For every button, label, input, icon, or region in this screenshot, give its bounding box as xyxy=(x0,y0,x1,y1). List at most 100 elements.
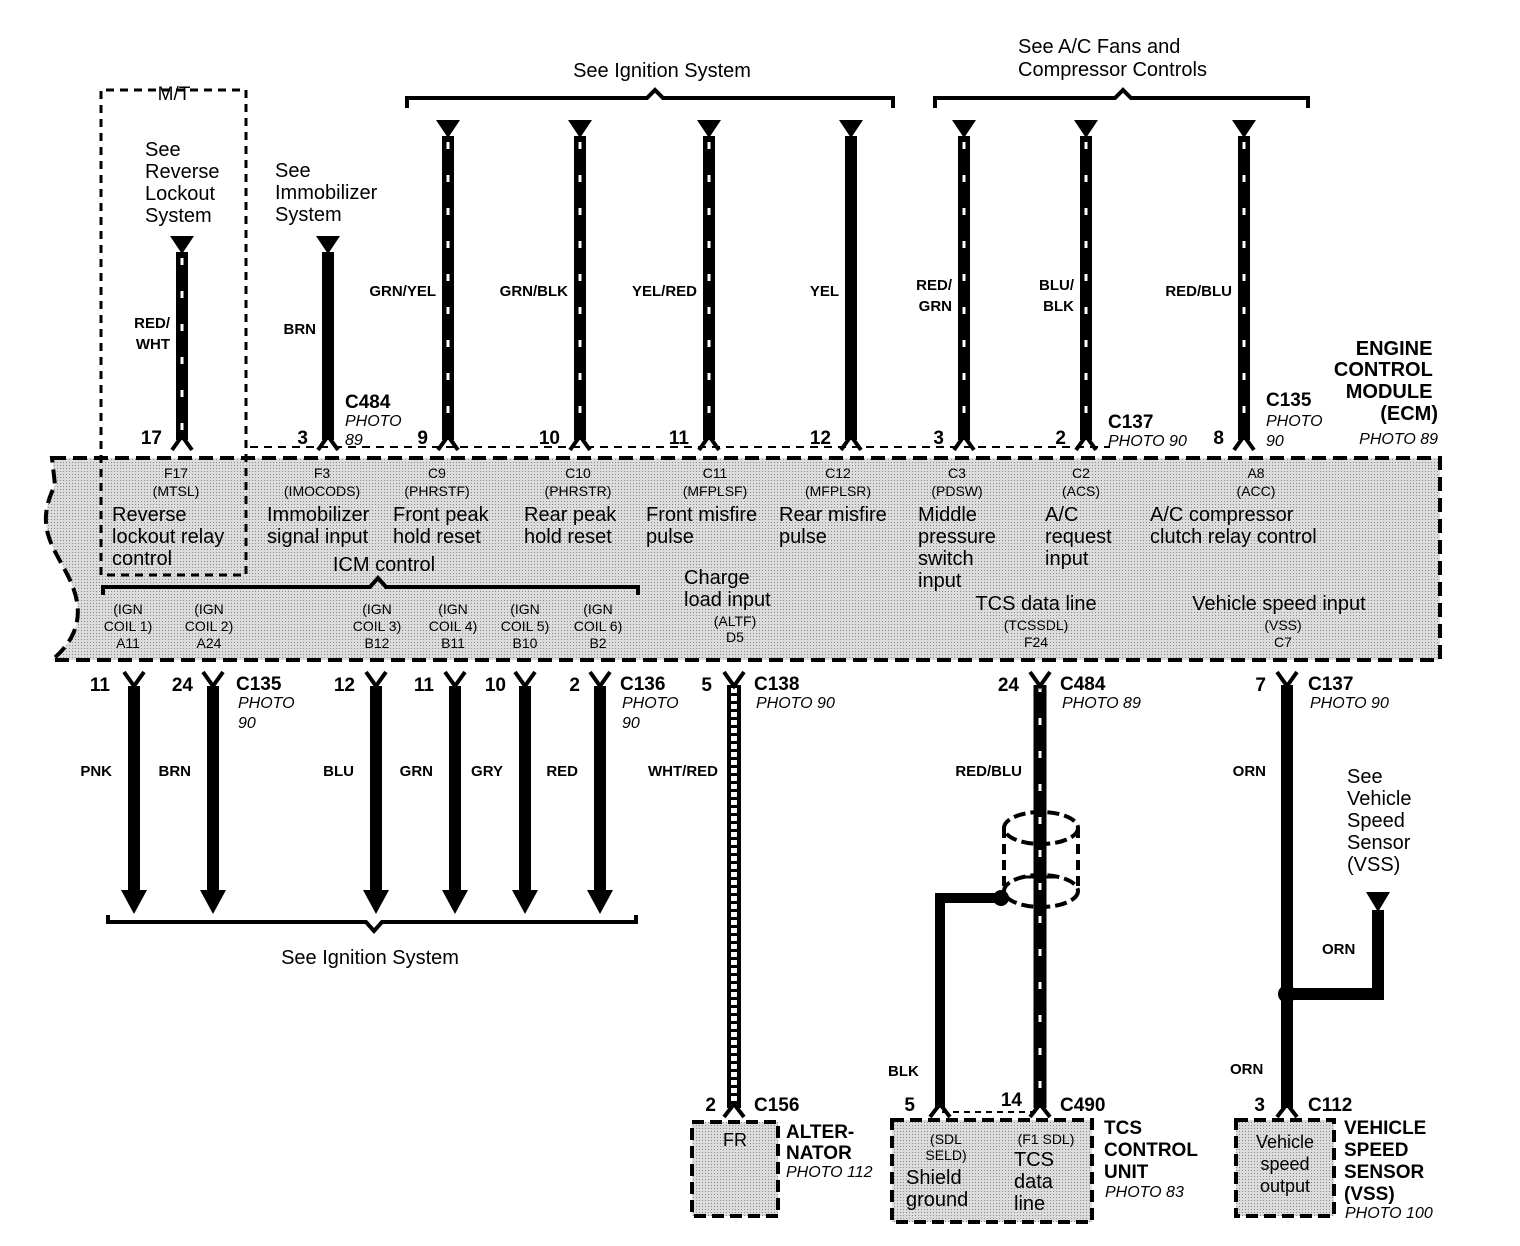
wire-arrow xyxy=(1232,120,1256,138)
pin-number: 17 xyxy=(141,428,162,449)
alternator-wire xyxy=(722,670,746,1119)
pin-description: Rear peak xyxy=(524,504,617,526)
wire-color-label: YEL/RED xyxy=(632,283,697,300)
svg-text:C136: C136 xyxy=(620,674,665,695)
vss-unit-box xyxy=(1234,1118,1336,1218)
svg-text:2: 2 xyxy=(705,1095,716,1116)
wire-terminal xyxy=(201,670,225,690)
pin-signal: COIL 1) xyxy=(104,618,153,634)
svg-text:C484: C484 xyxy=(1060,674,1106,695)
ignition-top-bracket xyxy=(405,87,895,108)
wire-terminal xyxy=(697,432,721,452)
svg-text:(VSS): (VSS) xyxy=(1264,617,1301,633)
pin-description: hold reset xyxy=(524,526,612,548)
orn-lower-label: ORN xyxy=(1230,1061,1263,1078)
wire-color-label: WHT/RED xyxy=(648,763,718,780)
wire-color-label: GRN xyxy=(400,763,433,780)
bottom-wire: GRY xyxy=(471,670,538,914)
svg-text:FR: FR xyxy=(723,1130,747,1150)
svg-text:14: 14 xyxy=(1001,1090,1023,1111)
wire-color-label: BLK xyxy=(1043,298,1074,315)
pin-signal: (ACC) xyxy=(1237,483,1276,499)
pin-signal: (MFPLSR) xyxy=(805,483,871,499)
svg-text:ALTER-NATOR: ALTER-NATOR xyxy=(786,1122,854,1164)
shield-symbol xyxy=(1002,810,1080,909)
wire-color-label: BRN xyxy=(284,321,317,338)
ecm-body xyxy=(43,456,1442,662)
pin-number: 9 xyxy=(417,428,428,449)
pin-description: Reverse xyxy=(112,504,186,526)
ignition-ref-top: See Ignition System xyxy=(573,60,751,82)
ac-bracket xyxy=(933,87,1310,108)
mt-box xyxy=(99,88,248,577)
pin-description: signal input xyxy=(267,526,369,548)
svg-text:PHOTO 100: PHOTO 100 xyxy=(1345,1205,1433,1222)
svg-text:PHOTO 90: PHOTO 90 xyxy=(756,695,835,712)
icm-bracket xyxy=(101,574,640,595)
pin-description: pulse xyxy=(779,526,827,548)
tcs-unit-box xyxy=(890,1118,1094,1224)
wire-terminal xyxy=(122,670,146,690)
wire-terminal xyxy=(170,432,194,452)
pin-signal: COIL 3) xyxy=(353,618,402,634)
bottom-wire: BRN xyxy=(159,670,226,914)
svg-text:D5: D5 xyxy=(726,629,744,645)
connector-name: C137 xyxy=(1108,412,1153,433)
pin-signal: COIL 5) xyxy=(501,618,550,634)
svg-text:5: 5 xyxy=(904,1095,915,1116)
blk-wire-label: BLK xyxy=(888,1063,919,1080)
vss-wire xyxy=(1275,670,1390,1119)
wire-arrow xyxy=(697,120,721,138)
pin-code: A24 xyxy=(197,635,222,651)
svg-text:Vehicle speed input: Vehicle speed input xyxy=(1192,593,1366,615)
wire-color-label: RED/ xyxy=(916,277,953,294)
pin-signal: COIL 2) xyxy=(185,618,234,634)
pin-description: Middle xyxy=(918,504,977,526)
wire-color-label: YEL xyxy=(810,283,839,300)
wire-arrow xyxy=(436,120,460,138)
connector-c138: C138 PHOTO 90 xyxy=(754,674,835,712)
pin-number: 24 xyxy=(172,675,194,696)
wire-arrow xyxy=(952,120,976,138)
pin-description: clutch relay control xyxy=(1150,526,1317,548)
pin-code: C10 xyxy=(565,465,591,481)
pin-description: hold reset xyxy=(393,526,481,548)
orn-branch-label: ORN xyxy=(1322,941,1355,958)
svg-text:3: 3 xyxy=(1254,1095,1265,1116)
pin-description: input xyxy=(918,570,962,592)
pin-code: B12 xyxy=(365,635,390,651)
svg-text:PHOTO 83: PHOTO 83 xyxy=(1105,1184,1184,1201)
pin-description: control xyxy=(112,548,172,570)
pin-number: 7 xyxy=(1255,675,1266,696)
wire-arrow xyxy=(1074,120,1098,138)
pin-description: pressure xyxy=(918,526,996,548)
svg-text:C112: C112 xyxy=(1308,1095,1352,1116)
wire-color-label: RED xyxy=(546,763,578,780)
pin-signal: (PDSW) xyxy=(931,483,982,499)
pin-number: 10 xyxy=(485,675,506,696)
pin-signal: (MFPLSF) xyxy=(683,483,748,499)
pin-description: switch xyxy=(918,548,974,570)
pin-number: 8 xyxy=(1213,428,1224,449)
bottom-wire: PNK xyxy=(80,670,147,914)
wire-arrow xyxy=(363,890,389,914)
alternator-box xyxy=(690,1120,780,1218)
svg-text:(ALTF): (ALTF) xyxy=(714,613,757,629)
bottom-wire: BLU xyxy=(323,670,389,914)
